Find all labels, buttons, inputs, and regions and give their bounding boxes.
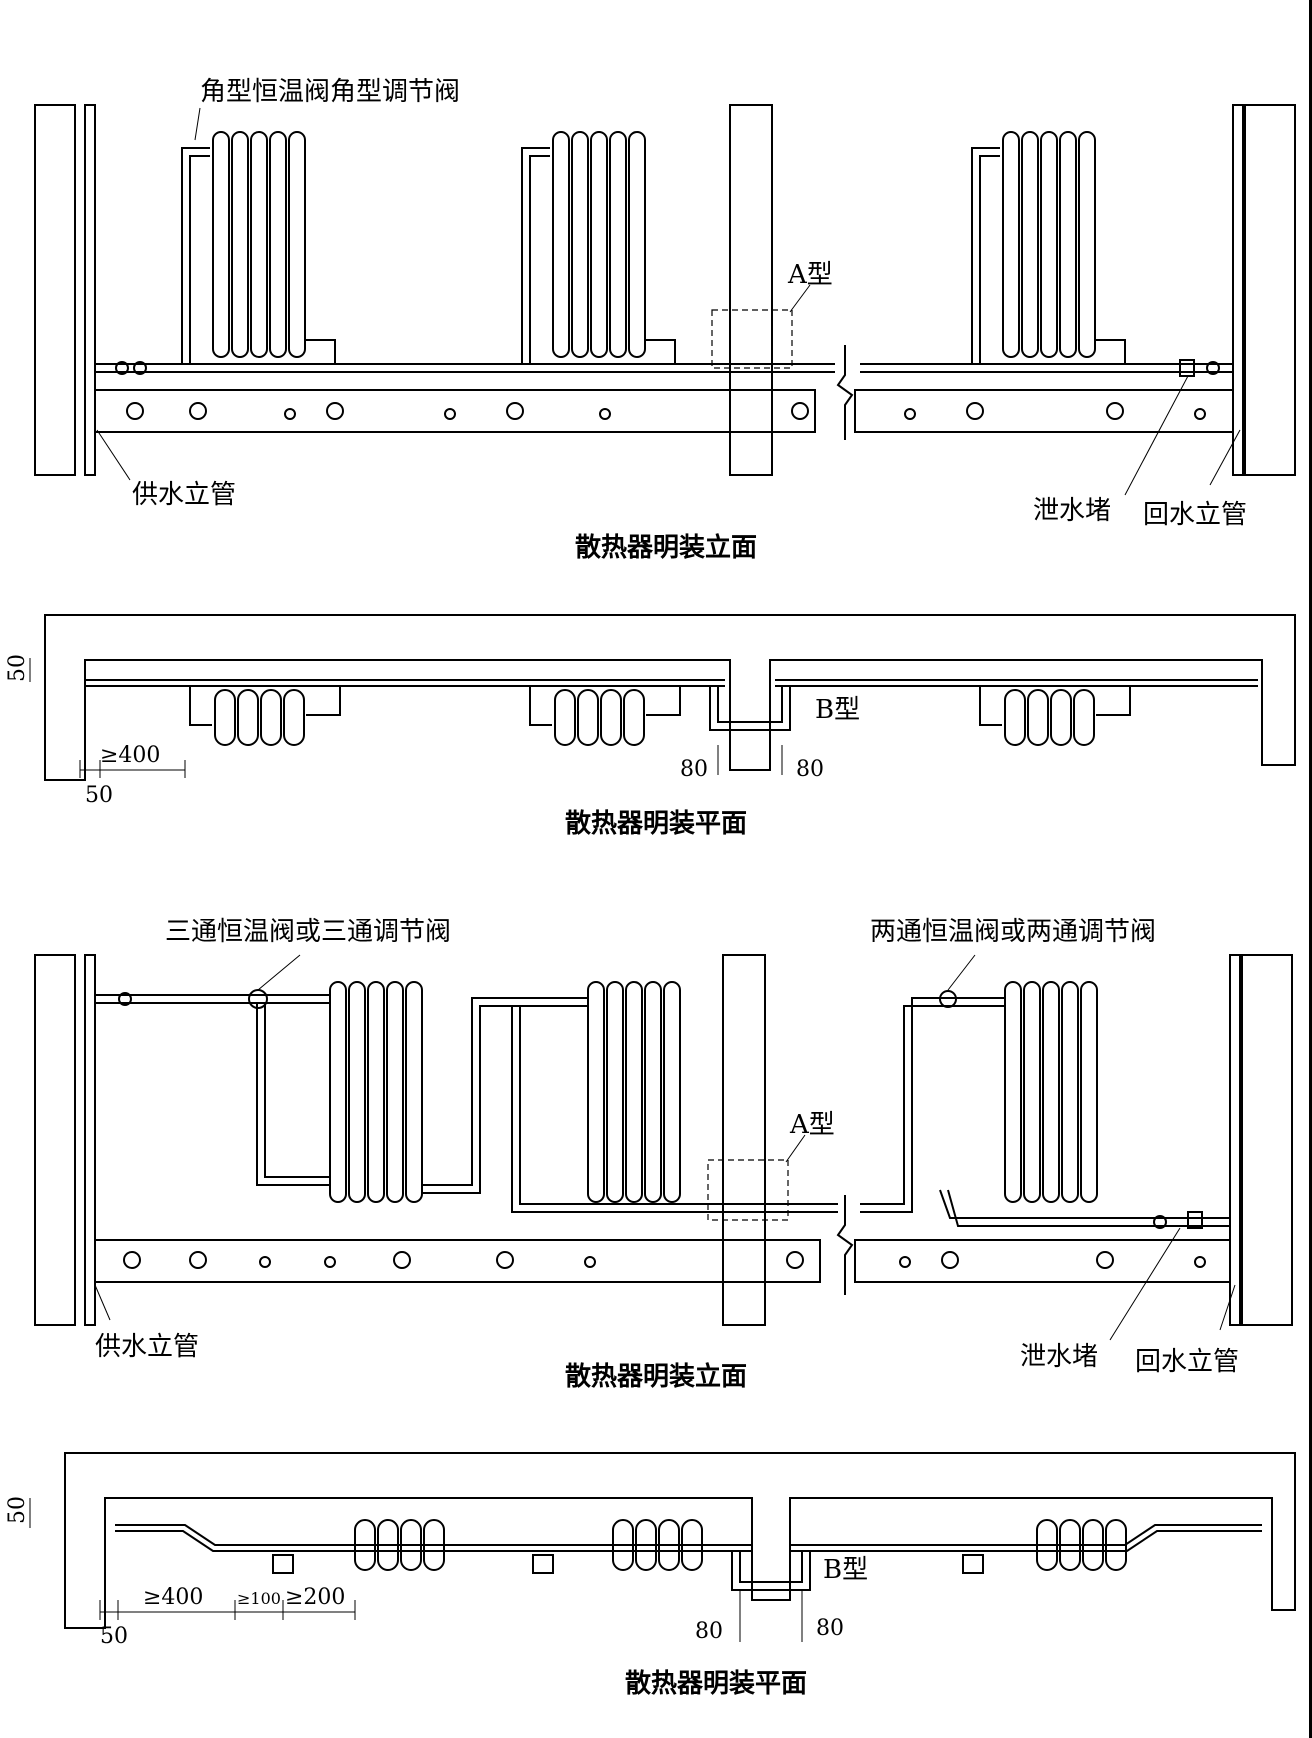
label-return-riser: 回水立管: [1143, 500, 1247, 530]
callout-three-way-valve: 三通恒温阀或三通调节阀: [165, 917, 451, 947]
dim-50-left: 50: [5, 654, 30, 682]
callout-angle-valves: 角型恒温阀角型调节阀: [200, 77, 460, 107]
radiator-3: [1002, 131, 1096, 358]
dim-80-left: 80: [680, 757, 708, 782]
radiator-1: [212, 131, 306, 358]
dim-min-400: ≥400: [143, 1585, 203, 1610]
panel4-title: 散热器明装平面: [625, 1669, 807, 1699]
dim-min-100: ≥100: [237, 1589, 281, 1608]
label-drain-plug: 泄水堵: [1033, 496, 1111, 526]
label-return-riser: 回水立管: [1135, 1347, 1239, 1377]
panel3-elevation: 三通恒温阀或三通调节阀 两通恒温阀或两通调节阀 A型 供水立管 泄水堵 回水立管…: [34, 917, 1293, 1392]
dim-80-right: 80: [816, 1616, 844, 1641]
left-wall: [34, 104, 76, 476]
floor-slab: [94, 389, 816, 433]
middle-wall: [729, 104, 773, 476]
slab-conduits: [126, 402, 1206, 420]
floor-slab-right: [854, 389, 1234, 433]
dim-50-bottom: 50: [85, 783, 113, 808]
return-riser-pipe: [1232, 104, 1244, 476]
page-right-border: [1309, 0, 1312, 1738]
dim-50-left: 50: [5, 1496, 30, 1524]
label-type-b: B型: [823, 1555, 868, 1585]
dim-50-bottom: 50: [100, 1624, 128, 1649]
label-drain-plug: 泄水堵: [1020, 1342, 1098, 1372]
plan-radiator-2: [554, 689, 645, 746]
plan-radiator-3: [1004, 689, 1095, 746]
break-line: [836, 345, 854, 440]
label-type-a: A型: [789, 1110, 835, 1140]
dim-min-400: ≥400: [100, 743, 160, 768]
panel3-title: 散热器明装立面: [565, 1361, 747, 1392]
type-a-sleeve: [711, 309, 793, 369]
label-supply-riser: 供水立管: [132, 480, 236, 510]
plan-wall-outline: [44, 614, 1296, 781]
type-b-bypass: [709, 686, 791, 731]
supply-riser-pipe: [84, 104, 96, 476]
panel2-plan: 50 ≥400 50 80 80 B型 散热器明装平面: [5, 614, 1296, 839]
plan-radiator-1: [214, 689, 305, 746]
right-wall: [1244, 104, 1296, 476]
dim-80-left: 80: [695, 1619, 723, 1644]
panel2-title: 散热器明装平面: [565, 809, 747, 839]
callout-two-way-valve: 两通恒温阀或两通调节阀: [870, 917, 1156, 947]
panel1-elevation: 角型恒温阀角型调节阀 A型 供水立管 泄水堵 回水立管 散热器明装立面: [34, 77, 1296, 563]
label-supply-riser: 供水立管: [95, 1332, 199, 1362]
label-type-a: A型: [787, 260, 833, 290]
dim-80-right: 80: [796, 757, 824, 782]
panel4-plan: 50 ≥400 ≥100 ≥200 50 80 80 B型 散热器明装平面: [5, 1452, 1296, 1699]
dim-min-200: ≥200: [285, 1585, 345, 1610]
label-type-b: B型: [815, 695, 860, 725]
radiator-2: [552, 131, 646, 358]
panel1-title: 散热器明装立面: [575, 532, 757, 563]
